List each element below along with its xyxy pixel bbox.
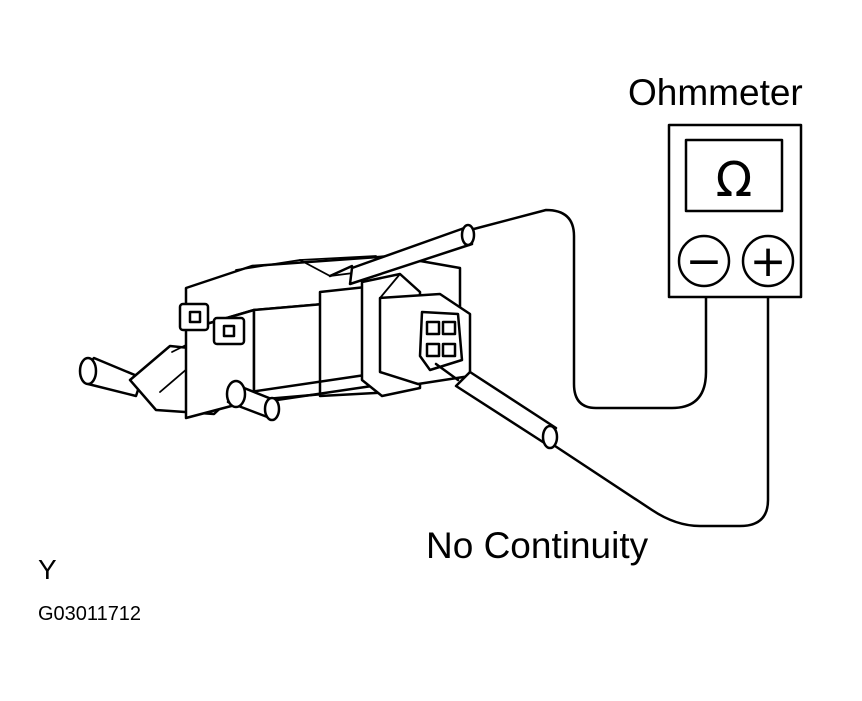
side-letter: Y xyxy=(38,554,57,585)
ohmmeter: Ω − + xyxy=(667,123,803,299)
minus-terminal xyxy=(677,234,731,288)
plus-terminal-sign: + xyxy=(750,236,787,287)
valve-connector xyxy=(360,272,472,398)
minus-terminal-sign: − xyxy=(686,236,723,287)
figure-code: G03011712 xyxy=(38,603,142,625)
probe-upper xyxy=(328,208,708,410)
ohmmeter-display xyxy=(684,138,784,213)
ohmmeter-title: Ohmmeter xyxy=(628,72,803,113)
ohmmeter-symbol: Ω xyxy=(716,152,753,208)
result-label: No Continuity xyxy=(426,525,649,566)
probe-lower xyxy=(434,288,770,528)
plus-terminal xyxy=(741,234,795,288)
